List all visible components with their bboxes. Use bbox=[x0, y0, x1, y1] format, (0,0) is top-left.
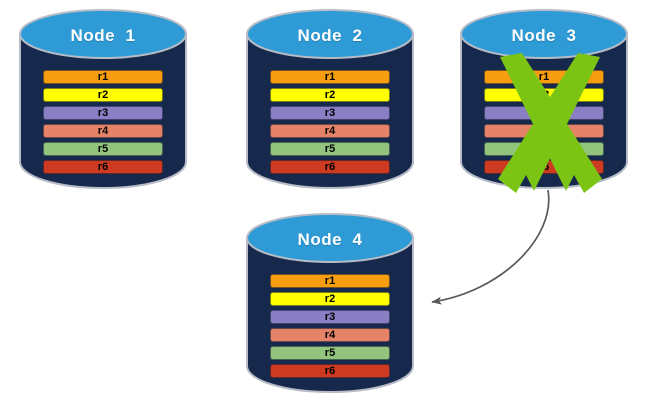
node-3-title: Node 3 bbox=[511, 26, 577, 45]
row-r4[interactable]: r4 bbox=[43, 124, 163, 138]
row-r6[interactable]: r6 bbox=[270, 364, 390, 378]
row-r1[interactable]: r1 bbox=[43, 70, 163, 84]
node-4-rows: r1 r2 r3 r4 r5 r6 bbox=[270, 274, 390, 378]
row-r6[interactable]: r6 bbox=[270, 160, 390, 174]
row-r1[interactable]: r1 bbox=[270, 70, 390, 84]
row-r3[interactable]: r3 bbox=[43, 106, 163, 120]
node-4-title: Node 4 bbox=[297, 230, 363, 249]
row-r3[interactable]: r3 bbox=[270, 106, 390, 120]
row-r5[interactable]: r5 bbox=[270, 346, 390, 360]
row-r4[interactable]: r4 bbox=[270, 328, 390, 342]
row-r2[interactable]: r2 bbox=[270, 292, 390, 306]
node-3[interactable]: Node 3 r1 r2 r3 r4 r5 r6 bbox=[457, 8, 631, 193]
node-1-title: Node 1 bbox=[70, 26, 136, 45]
node-1-rows: r1 r2 r3 r4 r5 r6 bbox=[43, 70, 163, 174]
row-r5[interactable]: r5 bbox=[270, 142, 390, 156]
node-4[interactable]: Node 4 r1 r2 r3 r4 r5 r6 bbox=[243, 212, 417, 393]
row-r3[interactable]: r3 bbox=[484, 106, 604, 120]
row-r3[interactable]: r3 bbox=[270, 310, 390, 324]
row-r1[interactable]: r1 bbox=[484, 70, 604, 84]
row-r2[interactable]: r2 bbox=[270, 88, 390, 102]
node-2-title: Node 2 bbox=[297, 26, 363, 45]
row-r1[interactable]: r1 bbox=[270, 274, 390, 288]
node-1[interactable]: Node 1 r1 r2 r3 r4 r5 r6 bbox=[16, 8, 190, 189]
cylinder-top bbox=[246, 9, 414, 59]
row-r5[interactable]: r5 bbox=[43, 142, 163, 156]
row-r6[interactable]: r6 bbox=[484, 160, 604, 174]
row-r4[interactable]: r4 bbox=[484, 124, 604, 138]
cylinder-top bbox=[246, 213, 414, 263]
node-2[interactable]: Node 2 r1 r2 r3 r4 r5 r6 bbox=[243, 8, 417, 189]
cylinder-top bbox=[19, 9, 187, 59]
node-2-rows: r1 r2 r3 r4 r5 r6 bbox=[270, 70, 390, 174]
node-3-rows: r1 r2 r3 r4 r5 r6 bbox=[484, 70, 604, 174]
row-r2[interactable]: r2 bbox=[484, 88, 604, 102]
row-r2[interactable]: r2 bbox=[43, 88, 163, 102]
row-r6[interactable]: r6 bbox=[43, 160, 163, 174]
row-r5[interactable]: r5 bbox=[484, 142, 604, 156]
row-r4[interactable]: r4 bbox=[270, 124, 390, 138]
